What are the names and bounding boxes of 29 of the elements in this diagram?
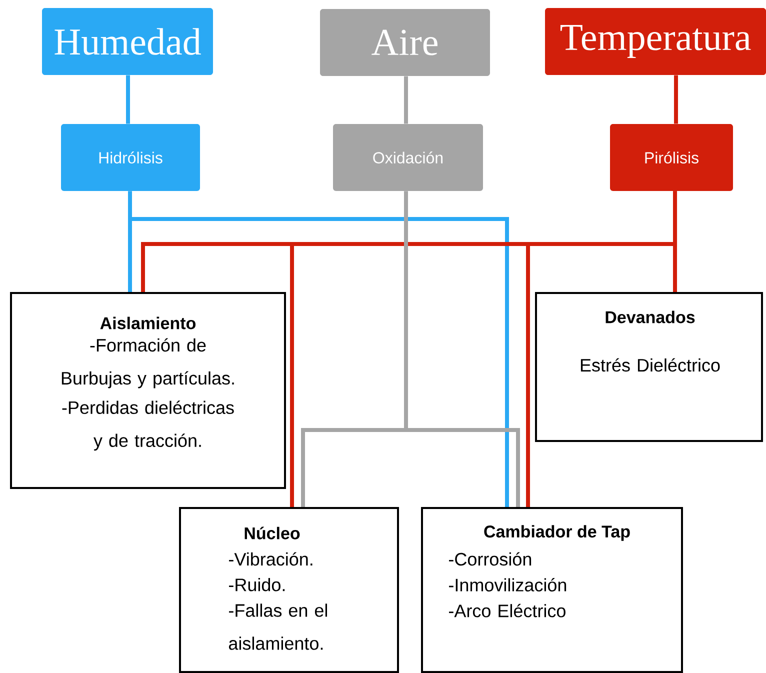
list-item: -Arco Eléctrico xyxy=(449,604,566,618)
box-heading: Núcleo xyxy=(244,526,300,540)
connector-line xyxy=(128,191,509,507)
connector-line xyxy=(126,75,130,124)
process-box: Pirólisis xyxy=(610,124,733,191)
component-box xyxy=(179,507,399,673)
component-box xyxy=(535,292,763,442)
box-heading: Aislamiento xyxy=(100,316,196,330)
component-box xyxy=(421,507,683,673)
connector-line xyxy=(404,76,408,124)
list-item: -Ruido. xyxy=(229,578,285,592)
component-box xyxy=(10,292,286,489)
list-item: Estrés Dieléctrico xyxy=(580,358,720,372)
box-heading: Devanados xyxy=(606,310,695,324)
process-box: Hidrólisis xyxy=(61,124,200,191)
factor-box: Aire xyxy=(320,9,490,76)
list-item: -Fallas en el aislamiento. xyxy=(228,604,327,650)
connector-line xyxy=(674,75,678,124)
list-item: -Inmovilización xyxy=(449,578,566,592)
list-item: -Corrosión xyxy=(449,552,532,566)
list-item: -Perdidas dieléctricas y de tracción. xyxy=(62,400,234,451)
factor-box: Temperatura xyxy=(545,8,766,75)
box-heading: Cambiador de Tap xyxy=(484,525,630,541)
list-item: -Vibración. xyxy=(229,552,312,566)
connector-line xyxy=(673,191,677,292)
factor-box: Humedad xyxy=(42,8,213,75)
list-item: -Formación de Burbujas y partículas. xyxy=(62,338,234,388)
process-box: Oxidación xyxy=(333,124,483,191)
connector-line xyxy=(404,191,520,507)
